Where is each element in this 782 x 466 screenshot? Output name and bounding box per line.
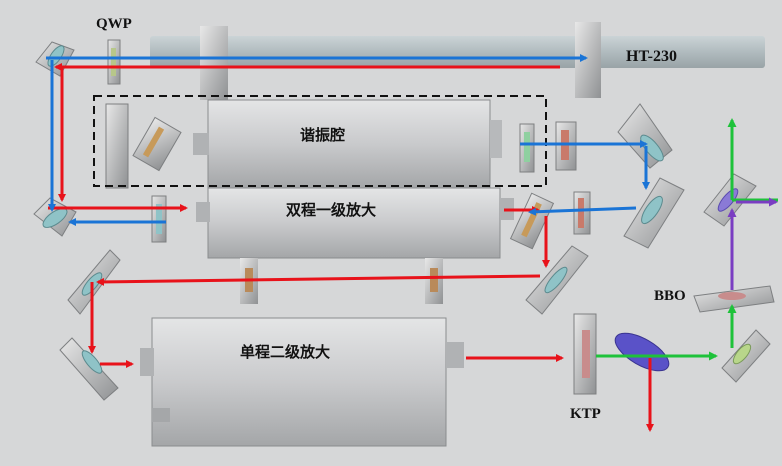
stage2-label: 单程二级放大 <box>240 343 330 361</box>
green-beam <box>596 118 778 361</box>
resonator-dashed-box <box>93 95 547 187</box>
resonator-module <box>193 99 502 189</box>
blue-beam <box>46 54 650 226</box>
red-beam <box>48 63 654 432</box>
stage1-label: 双程一级放大 <box>286 201 376 219</box>
ktp-label: KTP <box>570 406 601 422</box>
stage2-module <box>140 317 464 447</box>
resonator-label: 谐振腔 <box>300 126 345 144</box>
qwp-label: QWP <box>96 16 132 32</box>
bbo-label: BBO <box>654 288 686 304</box>
ht230-rod <box>150 22 765 100</box>
purple-beam <box>727 197 778 290</box>
ht230-label: HT-230 <box>626 48 677 65</box>
